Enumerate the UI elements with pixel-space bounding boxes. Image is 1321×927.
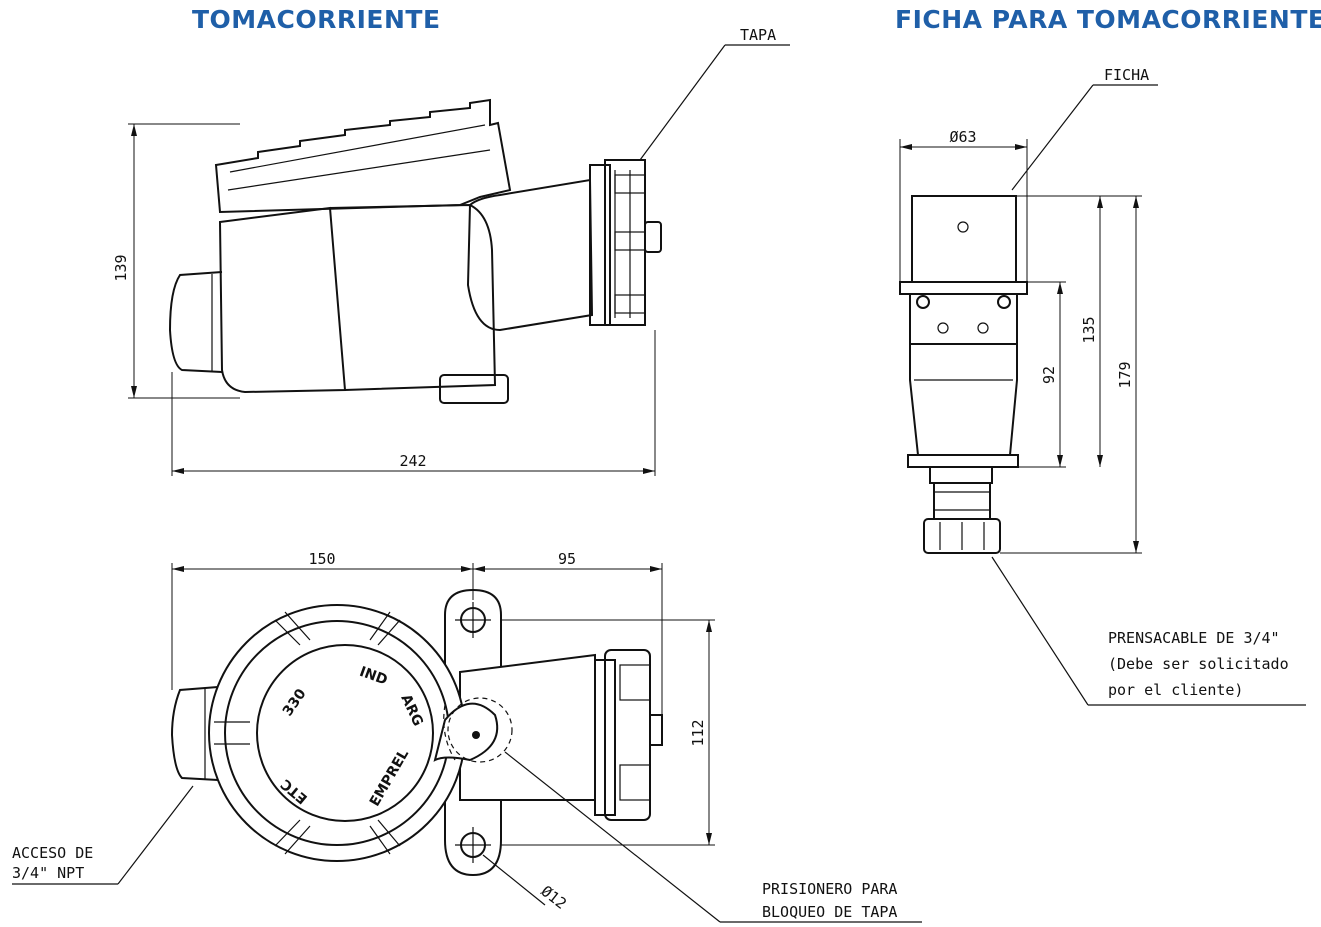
side-view-neck <box>466 178 594 332</box>
plug-flange <box>899 281 1028 295</box>
dim-side-length: 242 <box>399 452 426 470</box>
title-tomacorriente: TOMACORRIENTE <box>192 5 441 34</box>
label-prensacable-3: por el cliente) <box>1108 681 1243 699</box>
label-acceso-1: ACCESO DE <box>12 844 93 862</box>
dim-plug-92: 92 <box>1040 366 1058 384</box>
side-view-socket-ring <box>589 164 611 326</box>
side-view-npt-access <box>168 271 223 373</box>
dim-plug-179: 179 <box>1116 361 1134 388</box>
dim-side-height: 139 <box>112 254 130 281</box>
side-view-body <box>218 206 347 394</box>
dim-hole: Ø12 <box>538 882 570 913</box>
side-view-foot <box>439 374 509 404</box>
top-view-lid <box>256 644 434 822</box>
label-acceso-2: 3/4" NPT <box>12 864 84 882</box>
dim-plug-135: 135 <box>1080 316 1098 343</box>
top-view: 330 IND ARG EMPREL ETC 150 95 112 Ø12 AC… <box>12 550 922 923</box>
dim-top-left: 150 <box>308 550 335 568</box>
label-prensacable-1: PRENSACABLE DE 3/4" <box>1108 629 1280 647</box>
side-view: 139 242 TAPA <box>112 26 790 476</box>
top-view-body <box>208 604 466 862</box>
dim-top-right: 95 <box>558 550 576 568</box>
plug-body-middle <box>909 293 1018 345</box>
label-prisionero-2: BLOQUEO DE TAPA <box>762 903 897 921</box>
plug-view: Ø63 FICHA 92 135 179 PRENSACABLE DE 3/4"… <box>899 66 1306 706</box>
side-view-cap <box>644 221 662 253</box>
dim-plug-diameter: Ø63 <box>949 128 976 146</box>
label-ficha: FICHA <box>1104 66 1149 84</box>
plug-grip <box>909 343 1018 456</box>
top-view-npt-access <box>170 686 219 781</box>
label-prensacable-2: (Debe ser solicitado <box>1108 655 1289 673</box>
top-view-mounting-plate <box>444 588 502 877</box>
plug-gland <box>929 466 993 484</box>
plug-body-upper <box>911 195 1017 283</box>
label-prisionero-1: PRISIONERO PARA <box>762 880 897 898</box>
title-ficha: FICHA PARA TOMACORRIENTE <box>895 5 1321 34</box>
side-view-lid <box>214 98 512 214</box>
label-tapa: TAPA <box>740 26 776 44</box>
dim-top-height: 112 <box>689 719 707 746</box>
